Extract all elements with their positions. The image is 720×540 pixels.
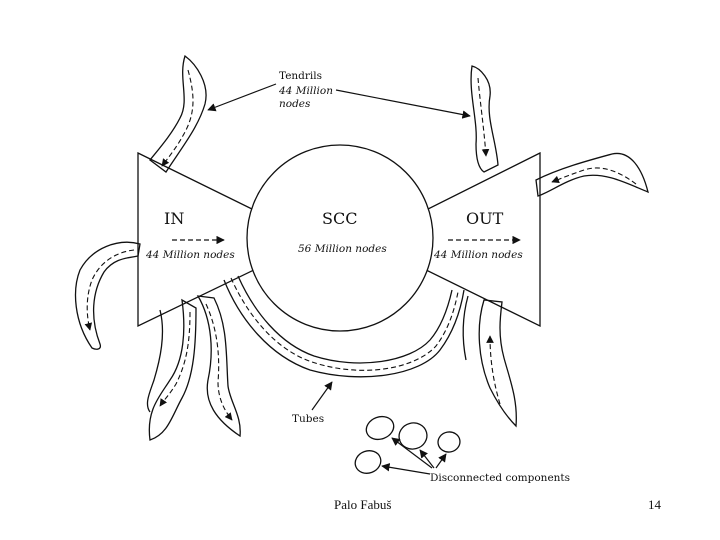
disconnected-pointer-1 [391,437,433,469]
tendril-bottom-left-1 [148,298,197,441]
flow-tendril-bottom-right [486,335,501,405]
flow-tendril-right [551,167,637,185]
disconnected-pointer-4 [381,463,431,475]
tendril-bottom-right-2 [462,295,469,361]
tendrils-pointer-right [335,89,471,119]
tendril-top-right [470,65,499,173]
tendril-bottom-right [478,299,517,428]
footer-author: Palo Fabuš [334,497,392,512]
scc-count: 56 Million nodes [298,243,387,255]
disconnected-pointer-3 [435,453,447,469]
scc-label: SCC [322,209,357,228]
tendril-left [74,241,141,350]
tendril-bottom-left-3 [146,309,164,413]
tendril-bottom-left-2 [196,295,241,438]
tubes-label: Tubes [292,413,324,425]
disconnected-label: Disconnected components [430,472,570,484]
flow-tendril-bottom-left-2 [205,303,233,421]
in-count: 44 Million nodes [145,249,235,261]
tendril-right [535,152,649,197]
tendrils-title: Tendrils [279,70,322,82]
tendrils-count-line1: 44 Million [278,85,333,97]
tendril-top-left [149,54,207,173]
out-label: OUT [466,209,504,228]
in-label: IN [164,209,184,228]
tube-outer [223,279,465,378]
disconnected-component-4 [354,450,382,474]
out-count: 44 Million nodes [433,249,523,261]
scc-circle [246,144,434,332]
flow-tube [230,277,459,371]
flow-tendril-bottom-left-1 [159,311,191,407]
disconnected-pointer-2 [419,449,435,469]
tendrils-pointer-left [207,83,277,112]
flow-tendril-top-right [477,77,490,157]
disconnected-component-3 [437,431,461,453]
disconnected-component-1 [365,415,395,441]
flow-tendril-top-left [161,69,194,167]
tendrils-count-line2: nodes [279,98,311,110]
tubes-pointer [311,381,333,411]
tube-inner [237,275,453,364]
disconnected-component-2 [398,422,428,450]
page-number: 14 [648,497,661,512]
flow-tendril-left [84,249,135,331]
